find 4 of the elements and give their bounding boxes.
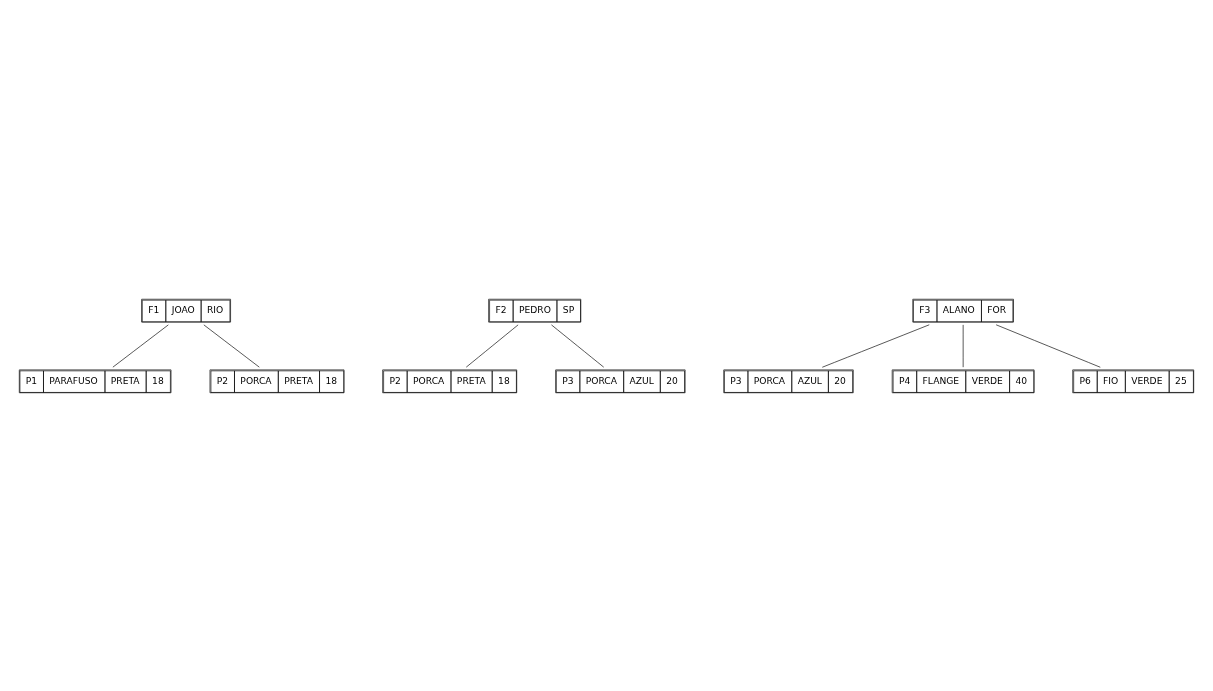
connector (112, 324, 169, 367)
connector (995, 323, 1101, 368)
connector (465, 324, 519, 367)
connector (821, 323, 930, 368)
